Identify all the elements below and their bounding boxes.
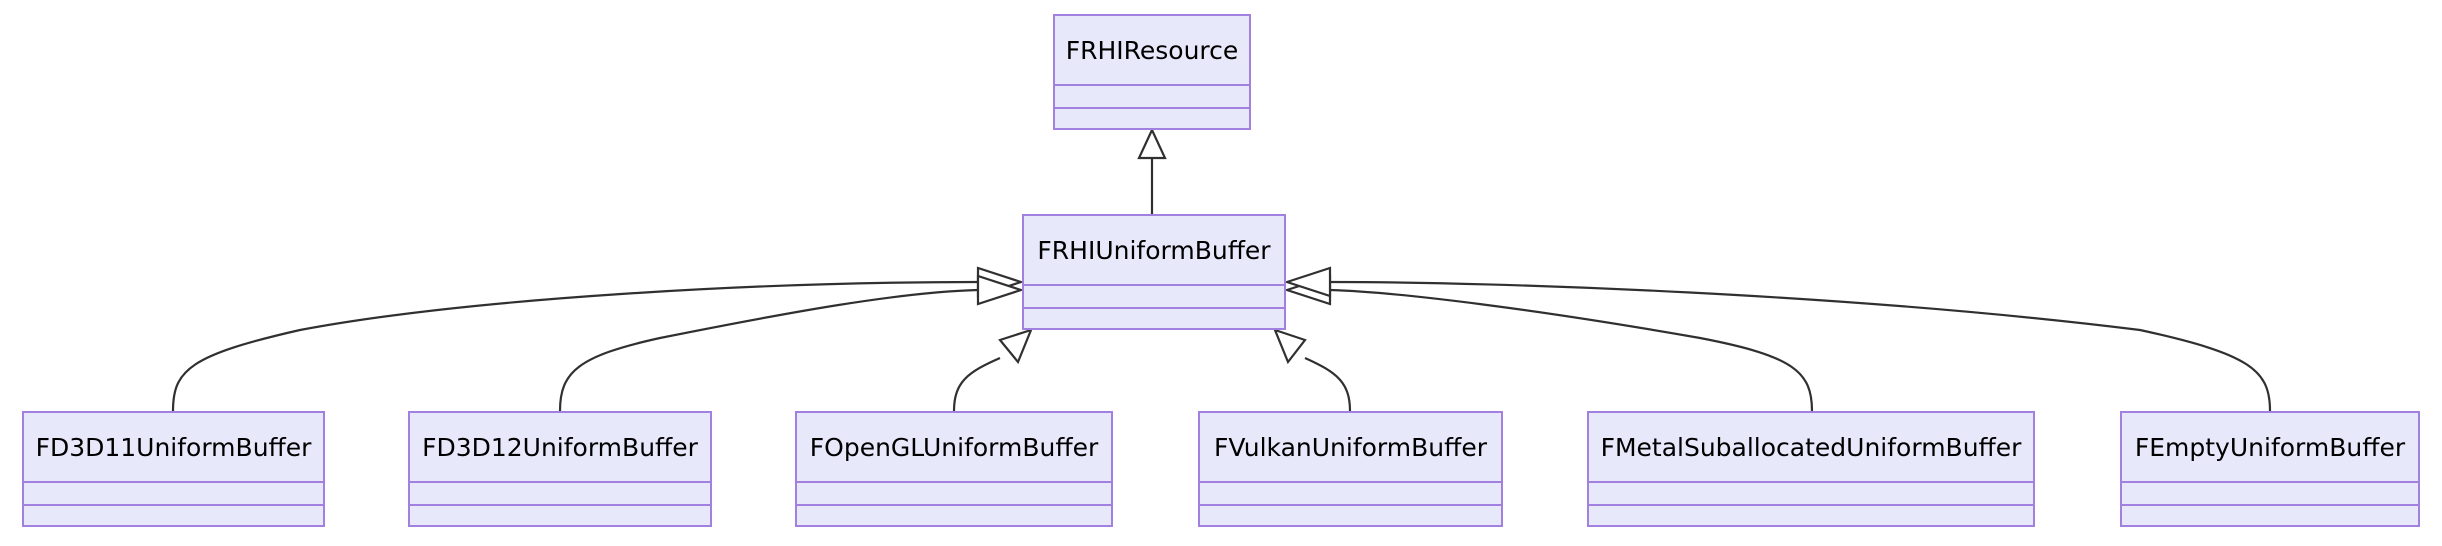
class-box-frhiuniform-buffer[interactable]: FRHIUniformBuffer [1022, 214, 1286, 330]
class-title-row: FMetalSuballocatedUniformBuffer [1589, 413, 2033, 483]
generalization-arrowhead-icon [1283, 274, 1332, 306]
class-name-label: FRHIResource [1065, 35, 1239, 65]
generalization-arrowhead-icon [1283, 266, 1332, 298]
class-operations-compartment [2122, 506, 2418, 525]
class-box-fmetal-suballocated-uniform-buffer[interactable]: FMetalSuballocatedUniformBuffer [1587, 411, 2035, 527]
edge-fmetal [1283, 274, 1814, 412]
class-attributes-compartment [797, 483, 1111, 506]
class-name-label: FOpenGLUniformBuffer [809, 432, 1099, 462]
class-box-fd3-d11-uniform-buffer[interactable]: FD3D11UniformBuffer [22, 411, 325, 527]
class-attributes-compartment [24, 483, 323, 506]
edge-line [952, 356, 1001, 412]
class-box-fvulkan-uniform-buffer[interactable]: FVulkanUniformBuffer [1198, 411, 1503, 527]
class-operations-compartment [797, 506, 1111, 525]
edge-fd3d12 [558, 274, 1025, 412]
generalization-arrowhead-icon [976, 274, 1025, 306]
class-name-label: FD3D12UniformBuffer [422, 432, 698, 462]
class-title-row: FVulkanUniformBuffer [1200, 413, 1501, 483]
class-attributes-compartment [1055, 86, 1249, 109]
class-title-row: FRHIResource [1055, 16, 1249, 86]
class-title-row: FD3D12UniformBuffer [410, 413, 710, 483]
class-box-fd3-d12-uniform-buffer[interactable]: FD3D12UniformBuffer [408, 411, 712, 527]
class-name-label: FEmptyUniformBuffer [2134, 432, 2406, 462]
class-operations-compartment [410, 506, 710, 525]
class-name-label: FD3D11UniformBuffer [35, 432, 312, 462]
class-operations-compartment [1200, 506, 1501, 525]
class-title-row: FRHIUniformBuffer [1024, 216, 1284, 286]
edge-fopengl [952, 328, 1033, 412]
class-box-fempty-uniform-buffer[interactable]: FEmptyUniformBuffer [2120, 411, 2420, 527]
class-attributes-compartment [1589, 483, 2033, 506]
class-operations-compartment [24, 506, 323, 525]
edge-fd3d11 [171, 266, 1025, 412]
class-attributes-compartment [410, 483, 710, 506]
edge-line [171, 280, 979, 412]
generalization-arrowhead-icon [1273, 328, 1307, 365]
edge-line [558, 288, 979, 412]
class-attributes-compartment [2122, 483, 2418, 506]
class-box-fopen-gluniform-buffer[interactable]: FOpenGLUniformBuffer [795, 411, 1113, 527]
class-name-label: FVulkanUniformBuffer [1213, 432, 1488, 462]
class-title-row: FD3D11UniformBuffer [24, 413, 323, 483]
edge-line [1329, 280, 2272, 412]
class-operations-compartment [1024, 309, 1284, 328]
class-operations-compartment [1589, 506, 2033, 525]
class-title-row: FOpenGLUniformBuffer [797, 413, 1111, 483]
class-name-label: FMetalSuballocatedUniformBuffer [1600, 432, 2022, 462]
edge-fempty [1283, 266, 2272, 412]
edge-fvulkan [1273, 328, 1352, 412]
generalization-arrowhead-icon [1137, 127, 1167, 160]
generalization-arrowhead-icon [976, 266, 1025, 298]
class-attributes-compartment [1200, 483, 1501, 506]
class-operations-compartment [1055, 109, 1249, 128]
class-attributes-compartment [1024, 286, 1284, 309]
class-title-row: FEmptyUniformBuffer [2122, 413, 2418, 483]
edge-line [1329, 288, 1814, 412]
class-name-label: FRHIUniformBuffer [1037, 235, 1271, 265]
edge-line [1304, 356, 1352, 412]
class-box-frhiresource[interactable]: FRHIResource [1053, 14, 1251, 130]
generalization-arrowhead-icon [998, 328, 1033, 365]
edge-frhiresource [1137, 127, 1167, 214]
